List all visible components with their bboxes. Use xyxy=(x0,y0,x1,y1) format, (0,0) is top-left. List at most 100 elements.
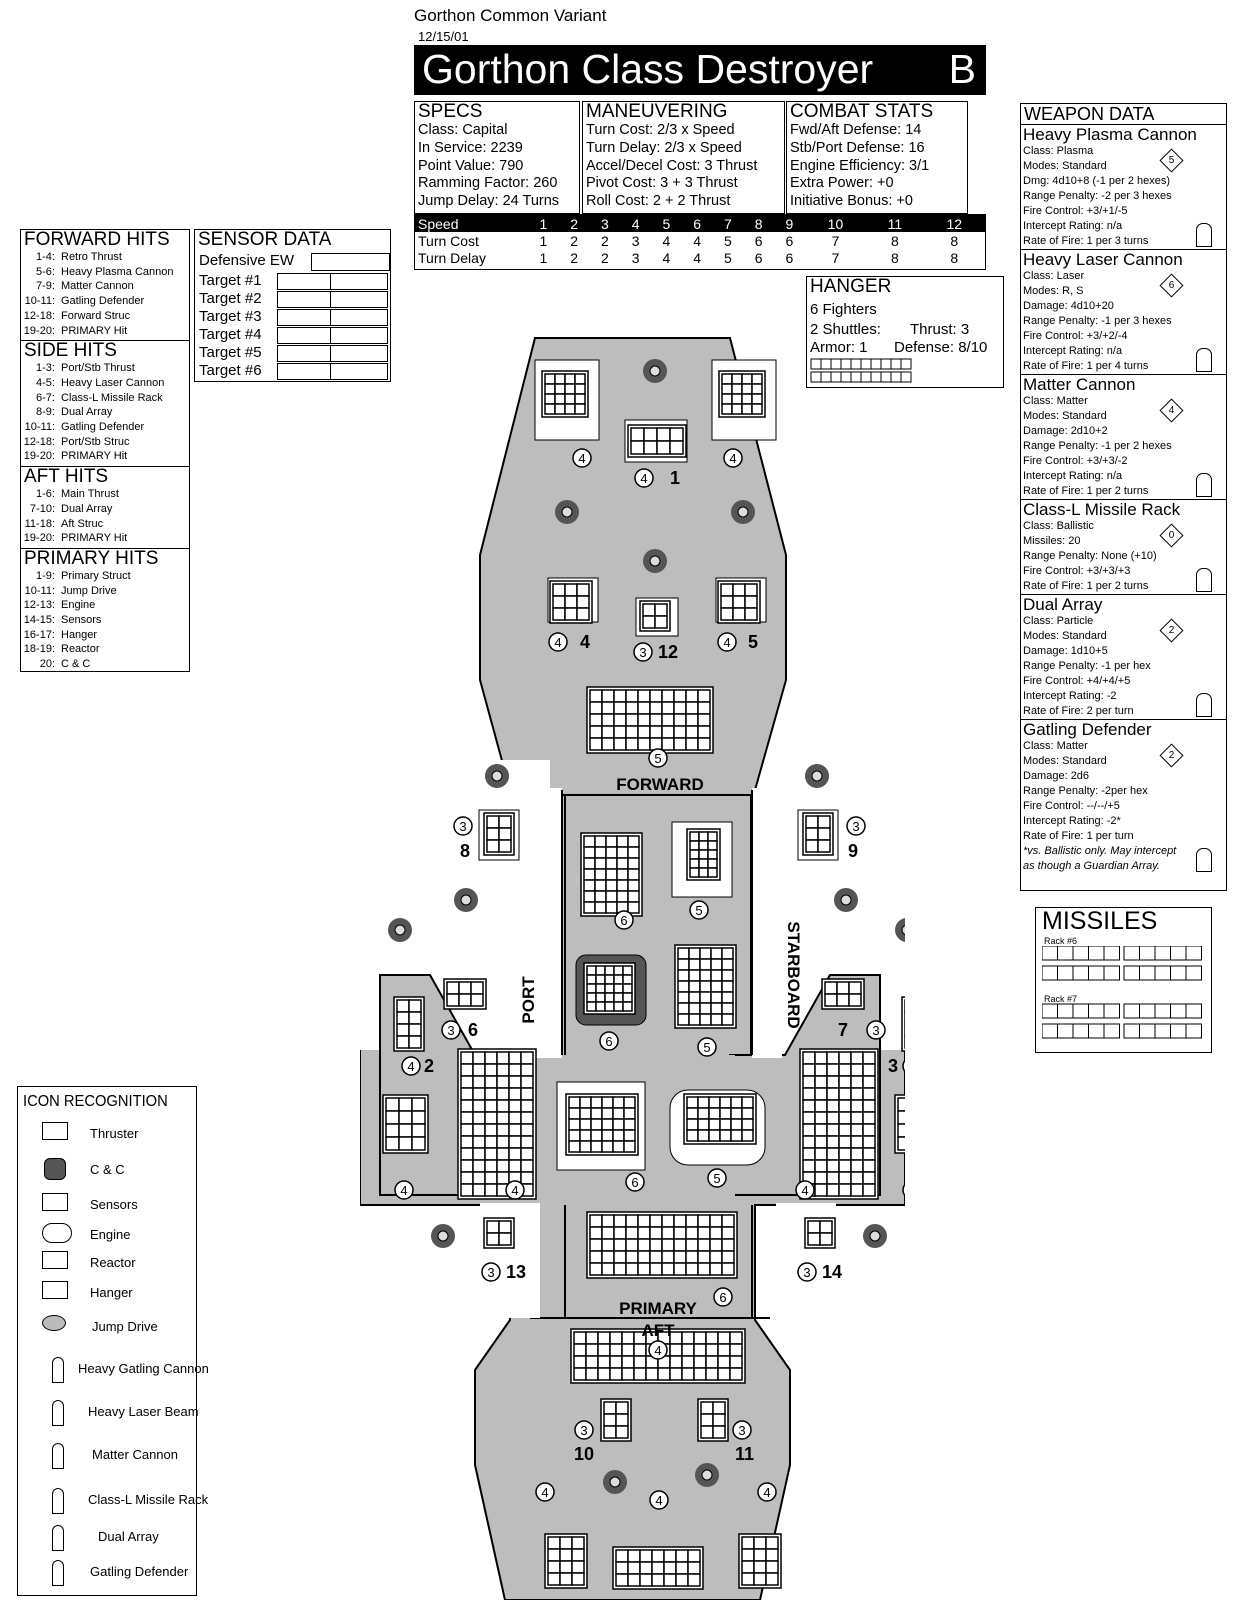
structure-box[interactable] xyxy=(802,1135,816,1149)
thruster-box[interactable] xyxy=(753,1536,767,1550)
missile-box[interactable] xyxy=(1042,965,1058,981)
primary-structure-box[interactable] xyxy=(685,1214,699,1228)
hanger-box[interactable] xyxy=(627,890,640,903)
hanger-box[interactable] xyxy=(605,901,618,914)
cnc-box[interactable] xyxy=(622,992,633,1003)
missile-box[interactable] xyxy=(1042,1003,1058,1019)
structure-box[interactable] xyxy=(472,1087,486,1101)
aft-structure-box[interactable] xyxy=(681,1343,695,1357)
weapon-box[interactable] xyxy=(642,603,656,617)
weapon-box[interactable] xyxy=(656,427,671,442)
structure-box[interactable] xyxy=(520,1111,534,1125)
missile-box[interactable] xyxy=(1088,946,1105,961)
jump-drive-box[interactable] xyxy=(623,1096,636,1109)
weapon-box[interactable] xyxy=(807,1220,821,1234)
primary-structure-box[interactable] xyxy=(649,1262,663,1276)
structure-box[interactable] xyxy=(673,737,687,751)
primary-structure-box[interactable] xyxy=(649,1214,663,1228)
primary-structure-box[interactable] xyxy=(685,1226,699,1240)
jump-drive-box[interactable] xyxy=(612,1140,625,1153)
jump-drive-box[interactable] xyxy=(623,1118,636,1131)
missile-box[interactable] xyxy=(1103,1003,1120,1019)
structure-box[interactable] xyxy=(460,1111,474,1125)
structure-box[interactable] xyxy=(814,1171,828,1185)
hanger-box[interactable] xyxy=(583,857,596,870)
weapon-box[interactable] xyxy=(458,993,472,1007)
primary-structure-box[interactable] xyxy=(661,1214,675,1228)
cnc-box[interactable] xyxy=(586,992,597,1003)
aft-structure-box[interactable] xyxy=(585,1355,599,1369)
thruster-box[interactable] xyxy=(651,1573,665,1587)
hanger-box[interactable] xyxy=(627,857,640,870)
primary-structure-box[interactable] xyxy=(625,1214,639,1228)
structure-box[interactable] xyxy=(814,1063,828,1077)
aft-structure-box[interactable] xyxy=(621,1367,635,1381)
missile-box[interactable] xyxy=(1139,946,1156,961)
primary-structure-box[interactable] xyxy=(649,1226,663,1240)
primary-structure-box[interactable] xyxy=(673,1238,687,1252)
weapon-box[interactable] xyxy=(486,815,500,829)
thruster-box[interactable] xyxy=(627,1561,641,1575)
structure-box[interactable] xyxy=(460,1099,474,1113)
thruster-box[interactable] xyxy=(741,393,753,405)
aft-structure-box[interactable] xyxy=(657,1367,671,1381)
jump-drive-box[interactable] xyxy=(623,1140,636,1153)
thruster-box[interactable] xyxy=(731,383,743,395)
weapon-box[interactable] xyxy=(732,583,746,597)
shuttle-boxes[interactable] xyxy=(810,358,916,384)
weapon-box[interactable] xyxy=(720,595,734,609)
weapon-box[interactable] xyxy=(630,427,645,442)
primary-structure-box[interactable] xyxy=(637,1262,651,1276)
engine-box[interactable] xyxy=(697,1118,710,1131)
thruster-box[interactable] xyxy=(663,1561,677,1575)
missile-box[interactable] xyxy=(1170,946,1187,961)
structure-box[interactable] xyxy=(862,1147,876,1161)
thruster-box[interactable] xyxy=(547,1572,561,1586)
aft-structure-box[interactable] xyxy=(693,1331,707,1345)
jump-drive-box[interactable] xyxy=(579,1096,592,1109)
structure-box[interactable] xyxy=(460,1183,474,1197)
hanger-box[interactable] xyxy=(594,868,607,881)
aft-structure-box[interactable] xyxy=(573,1343,587,1357)
structure-box[interactable] xyxy=(472,1063,486,1077)
structure-box[interactable] xyxy=(601,701,615,715)
thruster-box[interactable] xyxy=(554,393,566,405)
reactor-box[interactable] xyxy=(677,1002,690,1015)
structure-box[interactable] xyxy=(601,725,615,739)
structure-box[interactable] xyxy=(589,725,603,739)
reactor-box[interactable] xyxy=(710,947,723,960)
structure-box[interactable] xyxy=(826,1075,840,1089)
target-field[interactable] xyxy=(277,327,331,344)
weapon-box[interactable] xyxy=(712,1425,726,1439)
thruster-box[interactable] xyxy=(741,1548,755,1562)
structure-box[interactable] xyxy=(814,1135,828,1149)
thruster-box[interactable] xyxy=(731,393,743,405)
reactor-box[interactable] xyxy=(721,1002,734,1015)
reactor-box[interactable] xyxy=(721,947,734,960)
thruster-box[interactable] xyxy=(765,1560,779,1574)
aft-structure-box[interactable] xyxy=(609,1331,623,1345)
thruster-box[interactable] xyxy=(574,373,586,385)
aft-structure-box[interactable] xyxy=(609,1367,623,1381)
thruster-box[interactable] xyxy=(687,1561,701,1575)
aft-structure-box[interactable] xyxy=(597,1355,611,1369)
cnc-box[interactable] xyxy=(595,974,606,985)
hanger-box[interactable] xyxy=(594,857,607,870)
reactor-box[interactable] xyxy=(688,1013,701,1026)
thruster-box[interactable] xyxy=(651,1549,665,1563)
structure-box[interactable] xyxy=(613,725,627,739)
primary-structure-box[interactable] xyxy=(661,1250,675,1264)
structure-box[interactable] xyxy=(838,1087,852,1101)
structure-box[interactable] xyxy=(484,1171,498,1185)
jump-drive-box[interactable] xyxy=(590,1118,603,1131)
structure-box[interactable] xyxy=(460,1159,474,1173)
structure-box[interactable] xyxy=(460,1087,474,1101)
thruster-box[interactable] xyxy=(615,1573,629,1587)
primary-structure-box[interactable] xyxy=(625,1226,639,1240)
weapon-box[interactable] xyxy=(643,440,658,455)
structure-box[interactable] xyxy=(802,1051,816,1065)
missile-box[interactable] xyxy=(1139,1023,1156,1039)
primary-structure-box[interactable] xyxy=(709,1262,723,1276)
hanger-box[interactable] xyxy=(627,835,640,848)
engine-box[interactable] xyxy=(708,1118,721,1131)
